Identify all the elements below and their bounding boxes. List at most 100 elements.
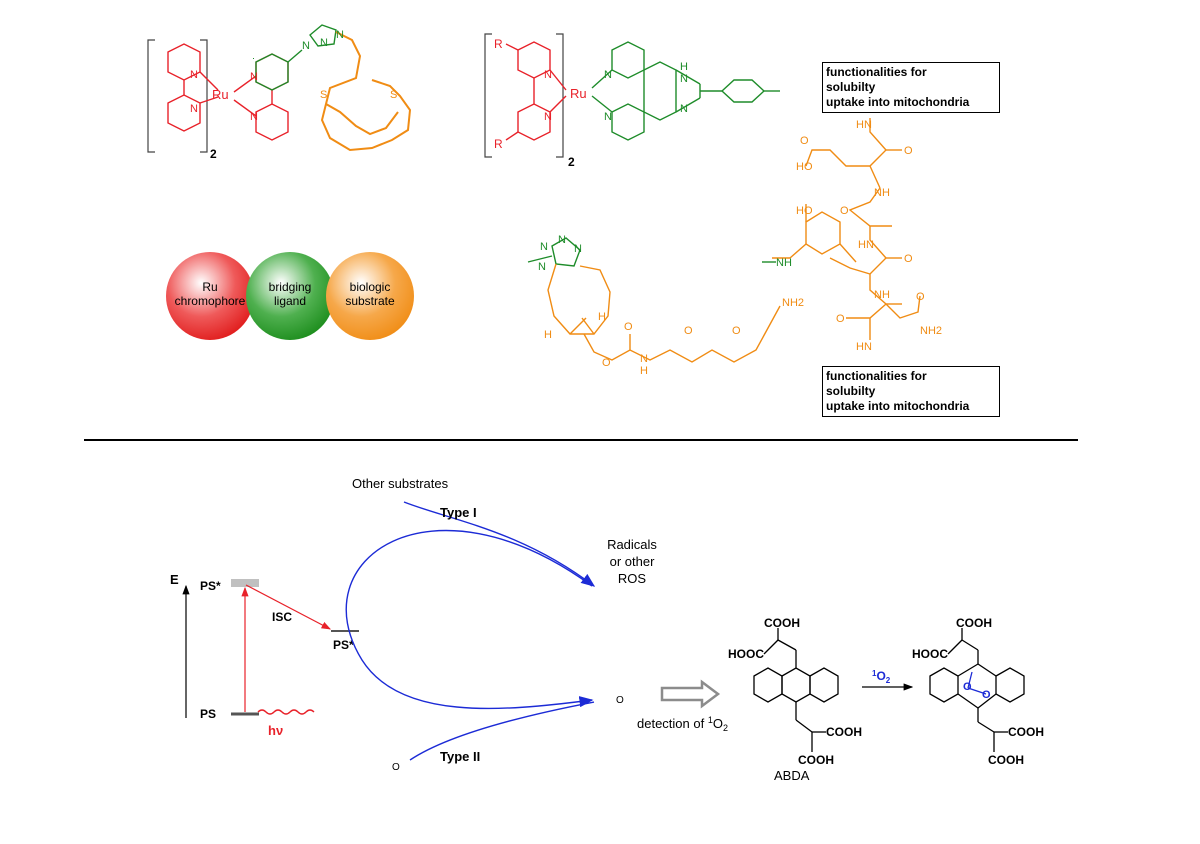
linker-n-label: N [540,241,548,253]
linker-o-label: O [684,325,693,337]
type-i-reaction-arrow [403,501,596,587]
complex2-n-label: N [680,103,688,115]
complex2-h-label: H [680,61,688,73]
peptide-o-label: O [916,291,925,303]
hooc-label: HOOC [912,647,948,661]
hv-label: hν [268,723,283,738]
cooh-label: COOH [764,616,800,630]
bubble-label: chromophore [175,294,246,308]
detection-label: detection of 1O2 [637,715,728,733]
complex1-n-label: N [250,111,258,123]
cooh-label: COOH [798,753,834,767]
box-line: uptake into mitochondria [826,95,970,109]
linker-h-label: H [544,329,552,341]
ru-chromophore-bubble [166,252,254,340]
complex-1-structure: Ru N N N N N N N S S 2 [147,24,412,161]
complex2-ru-label: Ru [570,86,587,101]
bubble-label: bridging [269,280,312,294]
type-ii-label: Type II [440,749,480,764]
peptide-nh-label: NH [874,289,890,301]
complex2-r-label: R [494,37,503,51]
peptide-phenol-ho-label: HO [796,205,813,217]
o2-triplet-input-arrow [409,701,595,761]
box-line: solubilty [826,80,876,94]
box-line: uptake into mitochondria [826,399,970,413]
peptide-ho-label: HO [796,161,813,173]
peptide-link-nh-label: NH [776,257,792,269]
radicals-label: ROS [618,571,647,586]
cooh-label: COOH [988,753,1024,767]
peptide-hn-label: HN [856,341,872,353]
linker-h-label: H [598,311,606,323]
linker-o-label: O [624,321,633,333]
functionality-box-top: functionalities for solubilty uptake int… [822,62,1000,113]
peptide-hn-label: HN [856,119,872,131]
biologic-substrate-bubble [326,252,414,340]
ps-singlet-excited-label: PS* [200,579,221,593]
complex1-s-label: S [390,89,397,101]
singlet-oxygen-reagent: 1O2 [872,669,891,685]
jablonski-diagram: E PS* PS* PS ISC hν Other substrates Typ… [170,476,1044,783]
linker-o-label: O [732,325,741,337]
bubble-label: substrate [345,294,395,308]
photon-wave-icon [257,709,315,715]
concept-bubbles: Ru chromophore bridging ligand biologic … [166,252,414,340]
cooh-label: COOH [1008,725,1044,739]
complex2-n-label: N [544,111,552,123]
radicals-label: Radicals [607,537,657,552]
peptide-nh-label: NH [874,187,890,199]
peptide-o-label: O [800,135,809,147]
box-line: functionalities for [826,369,927,383]
functionality-box-bottom: functionalities for solubilty uptake int… [822,366,1000,417]
complex1-ru-label: Ru [212,87,229,102]
linker-structure: N N N N H H O O N H O O NH2 [527,234,804,377]
complex1-n-label: N [320,37,328,49]
isc-label: ISC [272,610,292,624]
peptide-o-label: O [904,145,913,157]
endoperoxide-o-label: O [982,689,991,701]
ps-triplet-label: PS* [333,638,354,652]
type-i-label: Type I [440,505,477,520]
singlet-excited-level [231,579,259,587]
peptide-o-label: O [836,313,845,325]
bridging-ligand-bubble [246,252,334,340]
linker-o-label: O [602,357,611,369]
bubble-label: biologic [350,280,391,294]
peptide-o-label: O [840,205,849,217]
linker-n-label: N [640,353,648,365]
box-line: solubilty [826,384,876,398]
triplet-oxygen-label: O [392,762,400,773]
complex2-n-label: N [604,111,612,123]
complex1-n-label: N [190,103,198,115]
complex1-subscript: 2 [210,147,217,161]
complex1-n-label: N [302,40,310,52]
complex2-n-label: N [544,69,552,81]
detection-arrow-icon [660,679,721,709]
complex1-n-label: N [190,69,198,81]
type-ii-reaction-arrow [345,529,594,710]
bubble-label: Ru [202,280,217,294]
linker-n-label: N [574,243,582,255]
other-substrates-label: Other substrates [352,476,449,491]
hooc-label: HOOC [728,647,764,661]
linker-n-label: N [538,261,546,273]
complex2-subscript: 2 [568,155,575,169]
complex2-n-label: N [680,73,688,85]
energy-axis-label: E [170,572,179,587]
radicals-label: or other [610,554,655,569]
abda-label: ABDA [774,768,810,783]
linker-nh2-label: NH2 [782,297,804,309]
peptide-hn-label: HN [858,239,874,251]
complex-2-structure: Ru R R N N N N N H N 2 [484,33,780,169]
singlet-oxygen-label: O [616,695,624,706]
bubble-label: ligand [274,294,306,308]
box-line: functionalities for [826,65,927,79]
complex2-r-label: R [494,137,503,151]
ps-ground-label: PS [200,707,216,721]
complex1-n-label: N [336,29,344,41]
peptide-nh2-label: NH2 [920,325,942,337]
peptide-o-label: O [904,253,913,265]
cooh-label: COOH [956,616,992,630]
cooh-label: COOH [826,725,862,739]
endoperoxide-o-label: O [963,681,972,693]
